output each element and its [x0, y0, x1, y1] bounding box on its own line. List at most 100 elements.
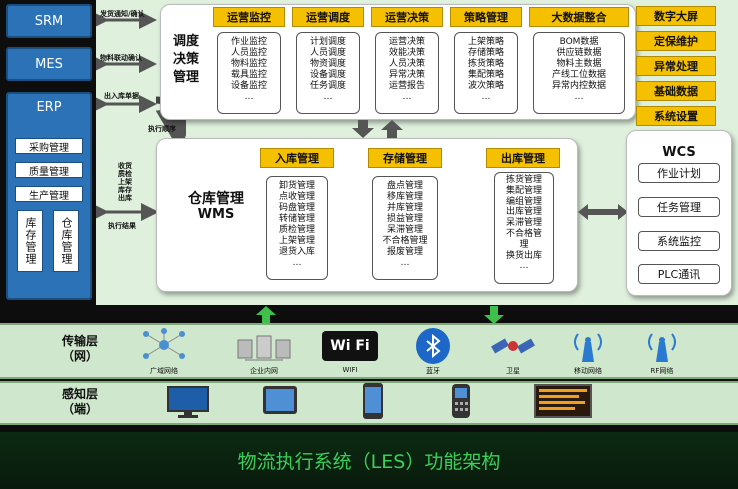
- footer-title: 物流执行系统（LES）功能架构: [237, 451, 501, 473]
- header-ops-decision[interactable]: 运营决策: [371, 7, 443, 27]
- btn-digital-screen[interactable]: 数字大屏: [636, 6, 716, 26]
- erp-arrow-label: 出入库单据: [104, 92, 139, 100]
- list-item[interactable]: 物资调度: [309, 59, 346, 69]
- header-storage[interactable]: 存储管理: [368, 148, 442, 168]
- list-item[interactable]: 供应链数据: [556, 48, 602, 58]
- wcs-item-job-plan[interactable]: 作业计划: [638, 163, 720, 183]
- list-item[interactable]: 转储管理: [278, 214, 315, 224]
- list-item[interactable]: 退货入库: [278, 247, 315, 257]
- list-item[interactable]: 存储策略: [467, 48, 504, 58]
- wcs-item-plc[interactable]: PLC通讯: [638, 264, 720, 284]
- list-item[interactable]: 损益管理: [386, 214, 423, 224]
- rf-tower-caption: RF网络: [650, 367, 674, 375]
- wcs-item-monitor[interactable]: 系统监控: [638, 231, 720, 251]
- list-item[interactable]: 不合格管理: [382, 236, 428, 246]
- bluetooth-caption: 蓝牙: [426, 367, 440, 375]
- erp-item-purchase[interactable]: 采购管理: [15, 138, 83, 154]
- srm-arrow-label: 发货通知/确认: [100, 10, 145, 18]
- list-item[interactable]: 效能决策: [388, 48, 425, 58]
- wifi-icon: Wi Fi: [322, 331, 378, 361]
- erp-item-production[interactable]: 生产管理: [15, 186, 83, 202]
- btn-exception[interactable]: 异常处理: [636, 56, 716, 76]
- header-ops-monitor[interactable]: 运营监控: [213, 7, 285, 27]
- erp-item-inventory[interactable]: 库存管理: [17, 210, 43, 272]
- green-up-arrow-icon: [256, 306, 276, 324]
- list-item[interactable]: 呆滞管理: [386, 225, 423, 235]
- list-item[interactable]: 报废管理: [386, 247, 423, 257]
- list-item[interactable]: 理: [519, 239, 529, 250]
- list-item[interactable]: 上架策略: [467, 37, 504, 47]
- list-item[interactable]: 不合格管: [505, 228, 542, 239]
- list-item[interactable]: 任务调度: [309, 81, 346, 91]
- erp-item-warehouse[interactable]: 仓库管理: [53, 210, 79, 272]
- btn-base-data[interactable]: 基础数据: [636, 81, 716, 101]
- bluetooth-icon: [416, 328, 450, 364]
- list-storage: 盘点管理 移库管理 并库管理 损益管理 呆滞管理 不合格管理 报废管理 …: [372, 176, 438, 280]
- list-item[interactable]: 拣货管理: [505, 175, 542, 185]
- mes-label: MES: [35, 56, 63, 72]
- exec-order-label: 执行顺序: [148, 125, 176, 133]
- wms-flow-label: 收货 质检 上架 库存 出库: [118, 162, 132, 203]
- header-strategy[interactable]: 策略管理: [450, 7, 522, 27]
- list-inbound: 卸货管理 点收管理 码盘管理 转储管理 质检管理 上架管理 退货入库 …: [266, 176, 328, 280]
- list-item[interactable]: 拣货策略: [467, 59, 504, 69]
- list-item[interactable]: 物料主数据: [556, 59, 602, 69]
- list-item[interactable]: 波次策略: [467, 81, 504, 91]
- led-board-icon: [534, 384, 592, 418]
- list-item[interactable]: 设备调度: [309, 70, 346, 80]
- list-item[interactable]: 盘点管理: [386, 181, 423, 191]
- list-item[interactable]: 呆滞管理: [505, 218, 542, 229]
- list-item[interactable]: 运营报告: [388, 81, 425, 91]
- list-item[interactable]: 人员调度: [309, 48, 346, 58]
- list-item[interactable]: 编组管理: [505, 196, 542, 207]
- list-item[interactable]: 上架管理: [278, 236, 315, 246]
- btn-maintenance[interactable]: 定保维护: [636, 31, 716, 51]
- erp-item-quality[interactable]: 质量管理: [15, 162, 83, 178]
- list-item[interactable]: 点收管理: [278, 192, 315, 202]
- list-item: …: [519, 261, 529, 272]
- list-item[interactable]: 集配管理: [505, 185, 542, 196]
- list-item[interactable]: 异常内控数据: [551, 81, 606, 91]
- header-big-data[interactable]: 大数据整合: [529, 7, 629, 27]
- list-item[interactable]: 卸货管理: [278, 181, 315, 191]
- transport-layer-label: 传输层 （网）: [61, 334, 98, 363]
- list-item[interactable]: 物料监控: [230, 59, 267, 69]
- list-item[interactable]: 产线工位数据: [551, 70, 606, 80]
- list-item[interactable]: 质检管理: [278, 225, 315, 235]
- list-item[interactable]: 集配策略: [467, 70, 504, 80]
- double-arrow-icon: [578, 204, 628, 220]
- list-item[interactable]: 设备监控: [230, 81, 267, 91]
- wcs-item-task[interactable]: 任务管理: [638, 197, 720, 217]
- list-big-data: BOM数据 供应链数据 物料主数据 产线工位数据 异常内控数据 …: [533, 32, 625, 114]
- list-ops-decision: 运营决策 效能决策 人员决策 异常决策 运营报告 …: [375, 32, 439, 114]
- list-item[interactable]: 人员决策: [388, 59, 425, 69]
- list-item[interactable]: 并库管理: [386, 203, 423, 213]
- btn-settings[interactable]: 系统设置: [636, 106, 716, 126]
- list-item[interactable]: 计划调度: [309, 37, 346, 47]
- mes-arrow-label: 物料联动确认: [100, 54, 142, 62]
- satellite-caption: 卫星: [506, 367, 520, 375]
- header-inbound[interactable]: 入库管理: [260, 148, 334, 168]
- header-outbound[interactable]: 出库管理: [486, 148, 560, 168]
- list-item[interactable]: 移库管理: [386, 192, 423, 202]
- list-item[interactable]: 人员监控: [230, 48, 267, 58]
- list-item[interactable]: BOM数据: [559, 37, 599, 47]
- list-item[interactable]: 运营决策: [388, 37, 425, 47]
- srm-label: SRM: [34, 13, 64, 29]
- list-item[interactable]: 载具监控: [230, 70, 267, 80]
- list-item[interactable]: 换货出库: [505, 250, 542, 261]
- list-item: …: [323, 92, 333, 102]
- perception-layer-label: 感知层 （端）: [61, 387, 98, 416]
- up-arrow-icon: [381, 120, 403, 138]
- wifi-caption: WIFI: [342, 366, 358, 374]
- header-ops-dispatch[interactable]: 运营调度: [292, 7, 364, 27]
- list-item[interactable]: 出库管理: [505, 207, 542, 218]
- list-item[interactable]: 异常决策: [388, 70, 425, 80]
- transport-layer: [0, 323, 738, 379]
- exec-result-label: 执行结果: [108, 222, 136, 230]
- mes-box[interactable]: MES: [6, 47, 92, 81]
- list-item[interactable]: 作业监控: [230, 37, 267, 47]
- srm-box[interactable]: SRM: [6, 4, 92, 38]
- erp-box[interactable]: ERP 采购管理 质量管理 生产管理 库存管理 仓库管理: [6, 92, 92, 300]
- list-item[interactable]: 码盘管理: [278, 203, 315, 213]
